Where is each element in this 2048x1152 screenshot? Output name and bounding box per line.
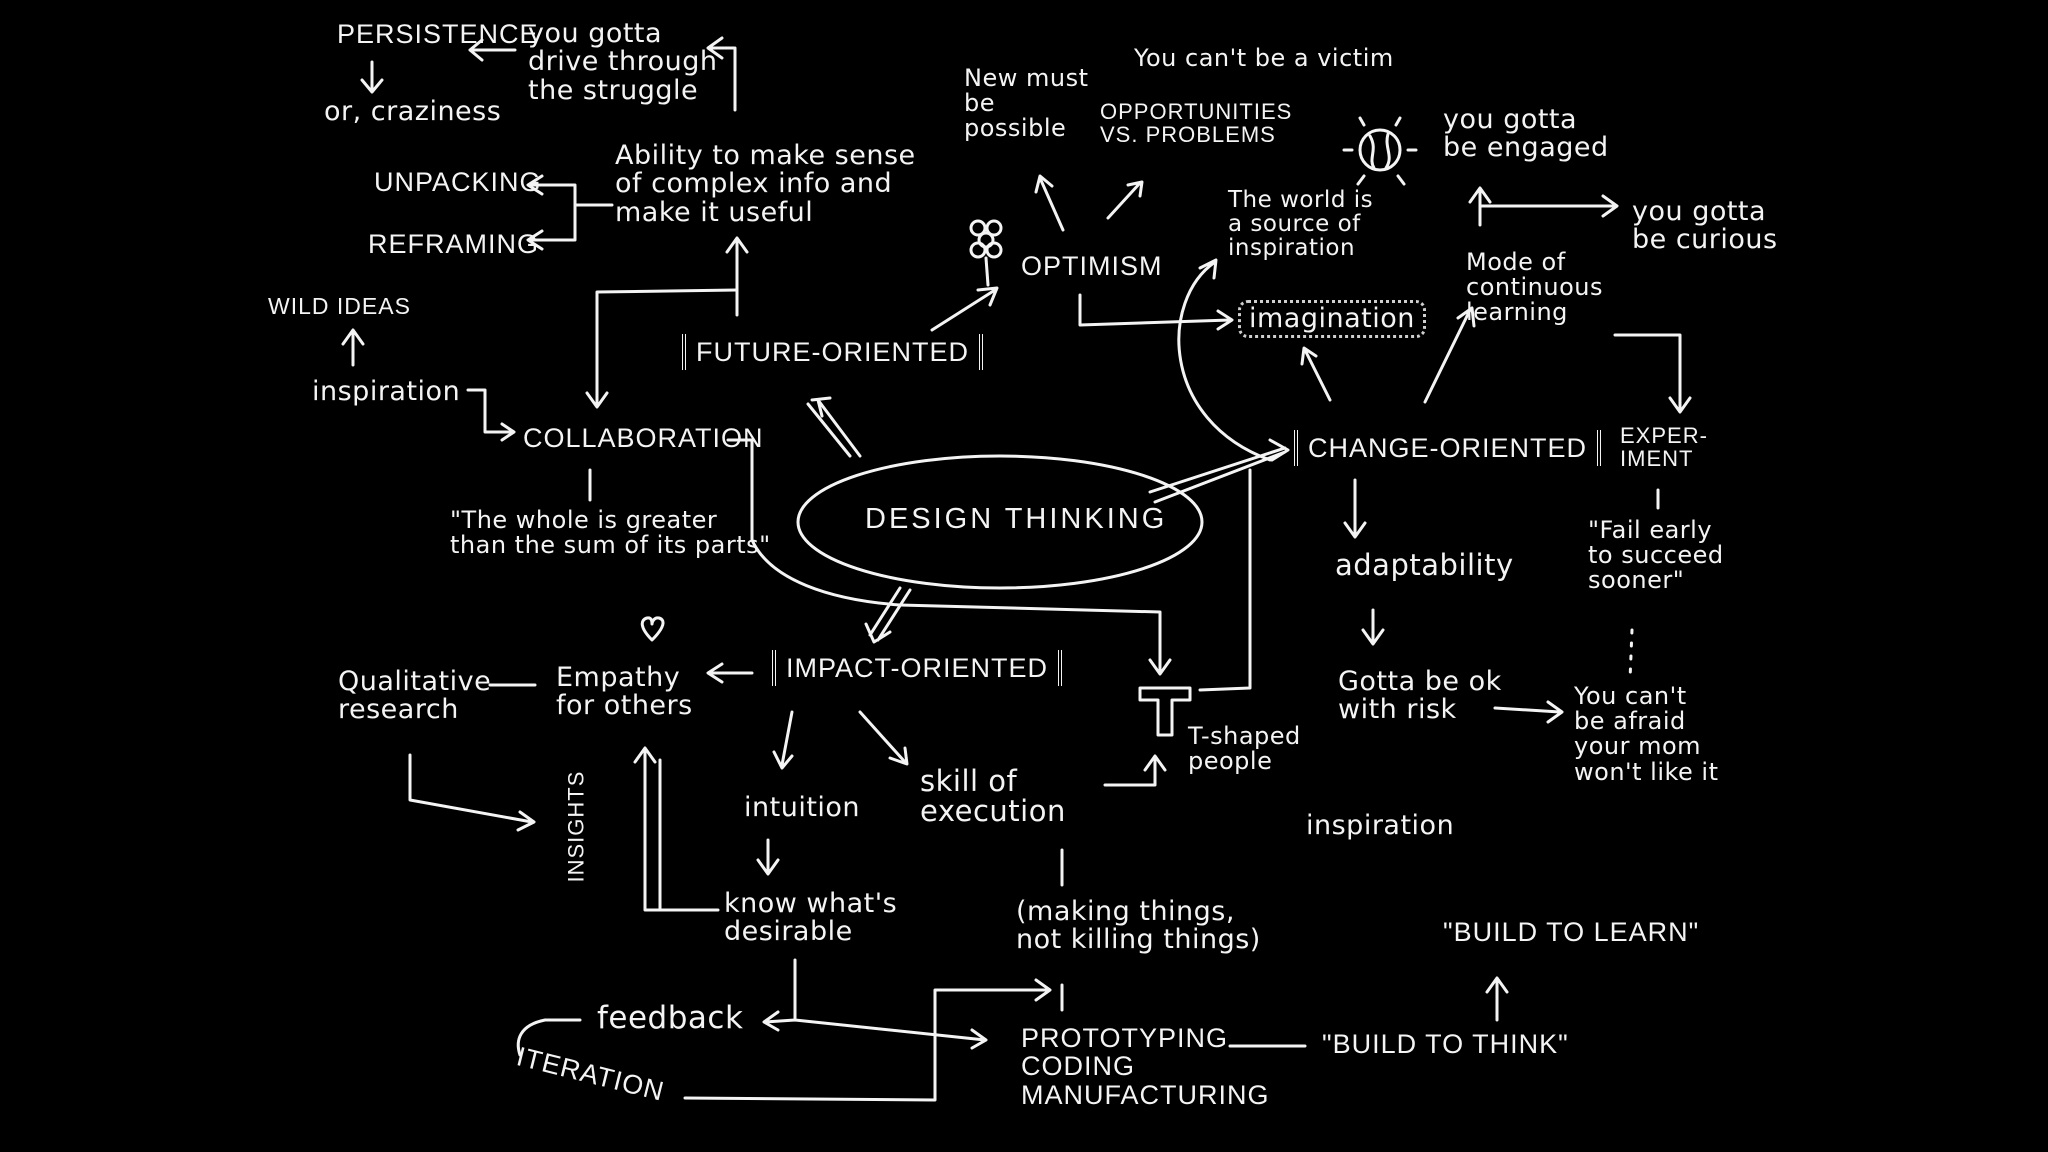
arrow-inspiration-to-collaboration <box>466 388 516 442</box>
build-to-think-quote: "BUILD TO THINK" <box>1322 1029 1569 1059</box>
arrow-dt-to-impact <box>864 586 912 644</box>
arrow-ability-to-drive <box>706 36 737 112</box>
world-source-label: The world is a source of inspiration <box>1228 187 1374 262</box>
empathy-label: Empathy for others <box>556 662 693 722</box>
globe-icon <box>1342 116 1418 186</box>
arrow-dt-to-future <box>806 396 862 458</box>
arrow-change-to-learning <box>1423 306 1476 404</box>
feedback-label: feedback <box>597 1000 744 1036</box>
arrow-drive-to-persistence <box>468 38 517 62</box>
craziness-label: or, craziness <box>324 96 502 127</box>
design-thinking-label: DESIGN THINKING <box>865 503 1168 535</box>
arrow-change-to-adaptability <box>1343 478 1367 539</box>
arrow-change-to-world <box>1177 258 1272 462</box>
ability-label: Ability to make sense of complex info an… <box>615 140 916 228</box>
heart-icon <box>640 616 665 642</box>
arrow-impact-to-empathy <box>706 662 754 684</box>
bracket-unpacking-reframing <box>526 174 614 251</box>
arrow-optimism-to-new <box>1034 174 1065 232</box>
arrow-future-to-optimism <box>930 286 999 332</box>
know-desirable-label: know what's desirable <box>724 888 898 948</box>
intuition-label: intuition <box>744 792 861 823</box>
line-collaboration-to-t <box>726 438 1172 676</box>
inspiration-right-label: inspiration <box>1306 810 1455 841</box>
future-oriented-label: FUTURE-ORIENTED <box>682 334 983 371</box>
arrow-impact-to-skill <box>858 710 909 766</box>
prototyping-label: PROTOTYPING CODING MANUFACTURING <box>1021 1023 1270 1110</box>
arrow-qualitative-to-insights <box>408 753 536 832</box>
experiment-label: EXPER- IMENT <box>1620 423 1708 472</box>
arrow-skill-to-t <box>1103 754 1167 787</box>
ok-with-risk-label: Gotta be ok with risk <box>1338 666 1502 726</box>
persistence-label: PERSISTENCE <box>337 19 539 49</box>
arrow-know-to-empathy <box>633 746 720 912</box>
arrow-feedback-iteration-loop <box>516 1018 582 1057</box>
flower-icon <box>969 219 1003 287</box>
continuous-learning-label: Mode of continuous learning <box>1466 248 1603 327</box>
arrow-impact-to-intuition <box>772 710 794 770</box>
curious-label: you gotta be curious <box>1632 196 1778 256</box>
line-t-to-change <box>1198 468 1252 692</box>
arrow-think-to-learn <box>1485 976 1509 1022</box>
imagination-label: imagination <box>1238 300 1426 339</box>
arrow-know-to-feedback <box>762 958 988 1050</box>
arrow-inspiration-to-wild <box>341 328 365 367</box>
unpacking-label: UNPACKING <box>374 167 542 197</box>
dotted-fail-to-afraid <box>1628 628 1634 682</box>
cant-be-victim-label: You can't be a victim <box>1134 44 1394 72</box>
reframing-label: REFRAMING <box>368 229 539 259</box>
making-things-label: (making things, not killing things) <box>1016 896 1261 956</box>
design-thinking-ellipse <box>796 454 1204 590</box>
arrow-future-to-ability <box>725 236 749 317</box>
qualitative-research-label: Qualitative research <box>338 666 492 726</box>
afraid-mom-label: You can't be afraid your mom won't like … <box>1574 682 1719 786</box>
build-to-learn-quote: "BUILD TO LEARN" <box>1443 917 1700 947</box>
fail-early-quote: "Fail early to succeed sooner" <box>1588 516 1724 595</box>
skill-of-execution-label: skill of execution <box>920 764 1066 829</box>
change-oriented-label: CHANGE-ORIENTED <box>1294 430 1602 467</box>
impact-oriented-label: IMPACT-ORIENTED <box>772 650 1063 687</box>
inspiration-left-label: inspiration <box>312 376 461 407</box>
adaptability-label: adaptability <box>1335 548 1514 582</box>
t-shaped-people-label: T-shaped people <box>1188 722 1301 776</box>
arrow-learning-to-experiment <box>1613 333 1692 414</box>
arrow-optimism-to-imagination <box>1078 293 1234 331</box>
arrow-learning-to-engaged-curious <box>1468 186 1619 227</box>
arrow-intuition-to-know <box>756 838 780 876</box>
arrow-dt-to-change <box>1148 438 1290 504</box>
optimism-label: OPTIMISM <box>1021 251 1163 281</box>
arrow-risk-to-afraid <box>1493 700 1564 724</box>
drive-through-label: you gotta drive through the struggle <box>528 18 718 106</box>
arrow-optimism-to-opps <box>1106 180 1144 220</box>
opportunities-label: OPPORTUNITIES VS. PROBLEMS <box>1100 99 1293 148</box>
arrow-adaptability-to-risk <box>1361 608 1385 646</box>
engaged-label: you gotta be engaged <box>1443 104 1609 164</box>
arrow-change-to-imagination <box>1300 346 1332 402</box>
t-shape-icon <box>1138 686 1192 737</box>
whole-greater-quote: "The whole is greater than the sum of it… <box>450 506 771 560</box>
collaboration-label: COLLABORATION <box>523 423 764 453</box>
new-must-be-possible-label: New must be possible <box>964 64 1089 143</box>
arrow-to-collaboration <box>585 288 739 409</box>
arrow-iteration-to-prototyping <box>683 978 1052 1102</box>
arrow-persistence-to-craziness <box>360 60 384 94</box>
wild-ideas-label: WILD IDEAS <box>268 293 411 319</box>
insights-label: INSIGHTS <box>563 770 589 883</box>
